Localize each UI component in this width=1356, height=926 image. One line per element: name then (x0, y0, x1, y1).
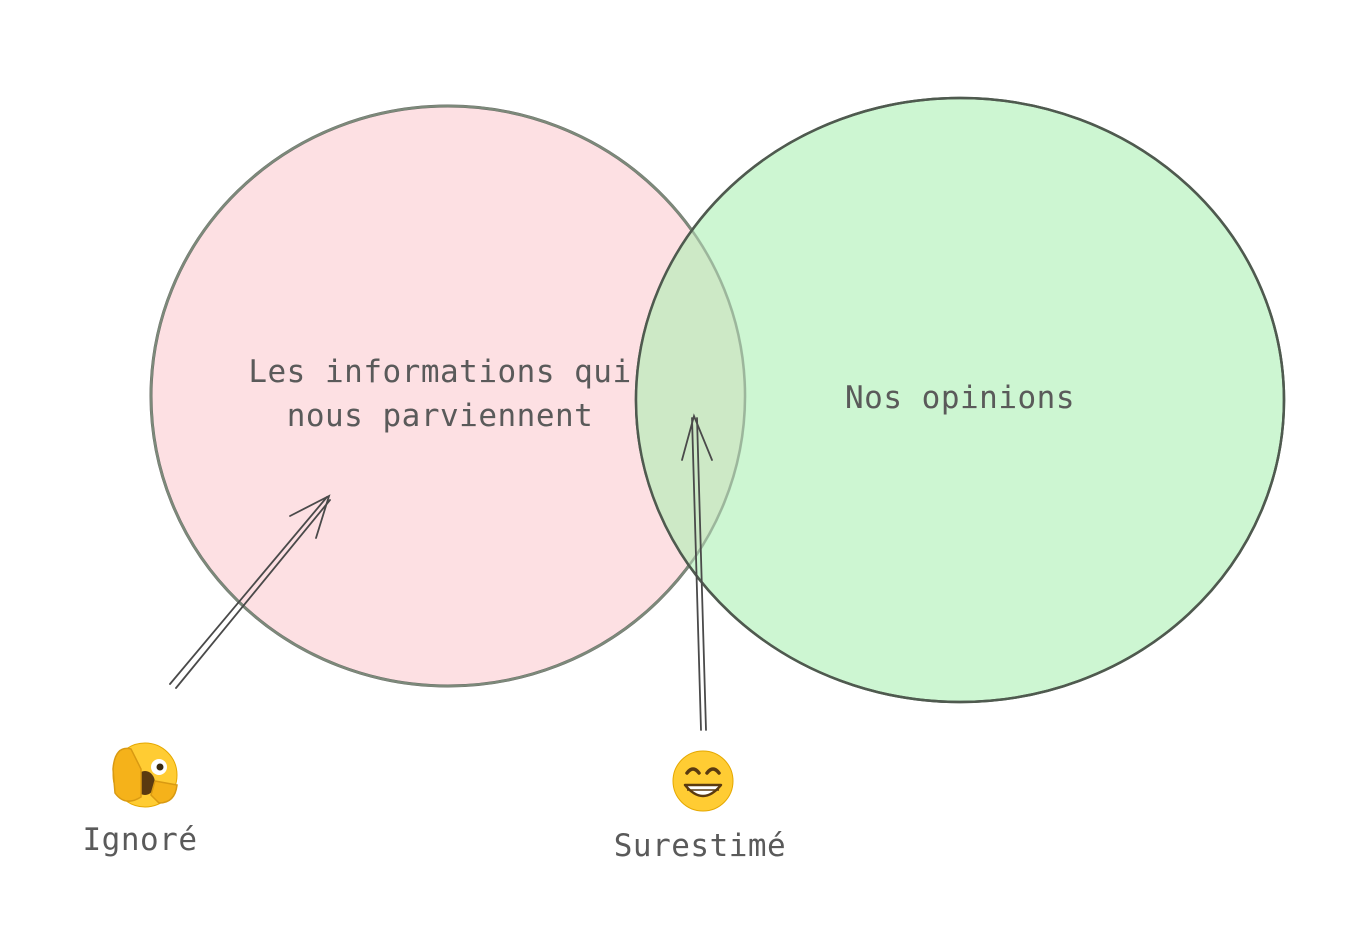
label-informations-line-2: nous parviennent (286, 398, 594, 434)
label-informations: Les informations qui nous parviennent (240, 350, 640, 438)
label-informations-line-1: Les informations qui (248, 354, 632, 390)
arrow-ignore (169, 494, 331, 689)
label-surestime: Surestimé (613, 828, 787, 864)
face-covering-eyes-icon (112, 742, 178, 808)
grinning-face-icon (672, 750, 734, 812)
label-ignore: Ignoré (82, 822, 198, 858)
label-opinions: Nos opinions (845, 380, 1075, 416)
arrow-surestime (681, 413, 713, 731)
